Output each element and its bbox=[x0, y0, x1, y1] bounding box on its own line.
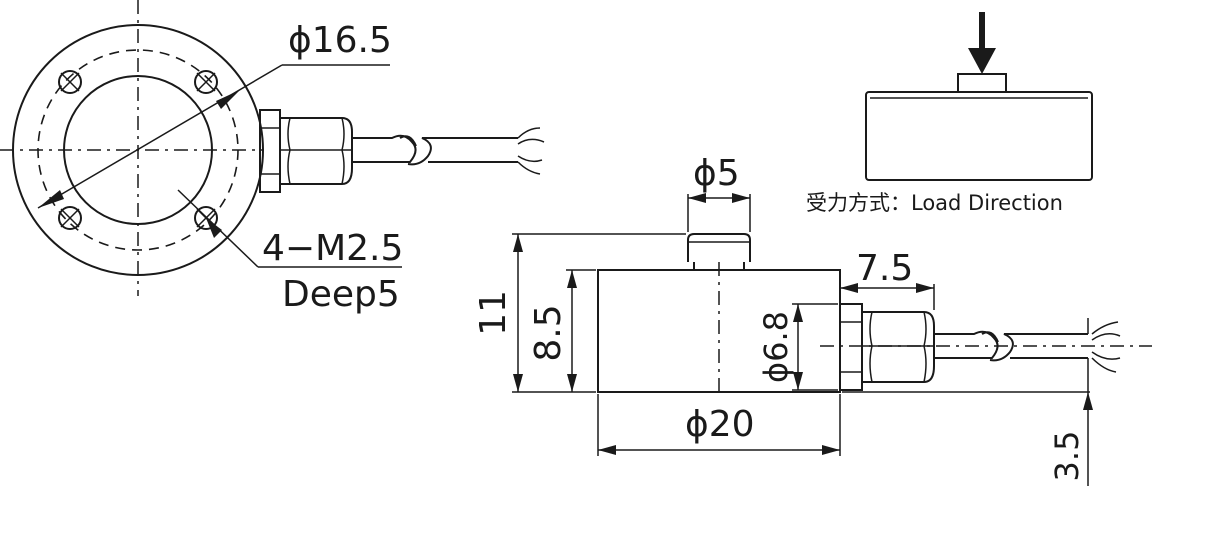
body-height-label: 8.5 bbox=[528, 304, 569, 361]
top-view: ϕ16.5 4−M2.5 Deep5 bbox=[0, 0, 545, 315]
diameter-arrow-lower bbox=[38, 190, 64, 208]
thread-leader-arrow bbox=[206, 218, 222, 238]
total-height-label: 11 bbox=[473, 290, 514, 336]
gland-body bbox=[279, 117, 353, 185]
top-view-cable bbox=[352, 127, 545, 175]
body-diameter-label: ϕ20 bbox=[685, 404, 755, 445]
cable-height-label: 3.5 bbox=[1048, 431, 1086, 482]
load-button bbox=[957, 73, 1007, 93]
button-diameter-label: ϕ5 bbox=[693, 153, 740, 194]
outer-diameter-label: ϕ16.5 bbox=[288, 20, 392, 61]
diameter-dimension-line bbox=[37, 64, 283, 209]
side-connector bbox=[839, 303, 935, 391]
connector-length-label: 7.5 bbox=[856, 248, 913, 289]
outer-flange-circle bbox=[12, 24, 264, 276]
bolt-hole-top-right bbox=[194, 70, 218, 94]
side-cable bbox=[934, 321, 1121, 373]
depth-label: Deep5 bbox=[282, 274, 400, 315]
bolt-hole-bottom-left bbox=[58, 206, 82, 230]
bolt-circle bbox=[37, 49, 239, 251]
load-body bbox=[865, 91, 1093, 181]
diameter-arrow-upper bbox=[216, 90, 240, 109]
bolt-hole-top-left bbox=[58, 70, 82, 94]
load-arrow-head bbox=[968, 48, 996, 74]
thread-label: 4−M2.5 bbox=[262, 228, 403, 269]
connector-nut bbox=[839, 303, 863, 391]
inner-circle bbox=[63, 75, 213, 225]
top-view-cable-gland bbox=[259, 109, 353, 193]
connector-diameter-label: ϕ6.8 bbox=[757, 311, 795, 383]
load-direction-caption: 受力方式：Load Direction bbox=[806, 191, 1063, 215]
load-direction-view: 受力方式：Load Direction bbox=[806, 12, 1093, 215]
side-view: ϕ5 11 8.5 ϕ20 bbox=[473, 153, 1152, 486]
side-button bbox=[687, 233, 751, 262]
connector-body bbox=[861, 311, 935, 383]
